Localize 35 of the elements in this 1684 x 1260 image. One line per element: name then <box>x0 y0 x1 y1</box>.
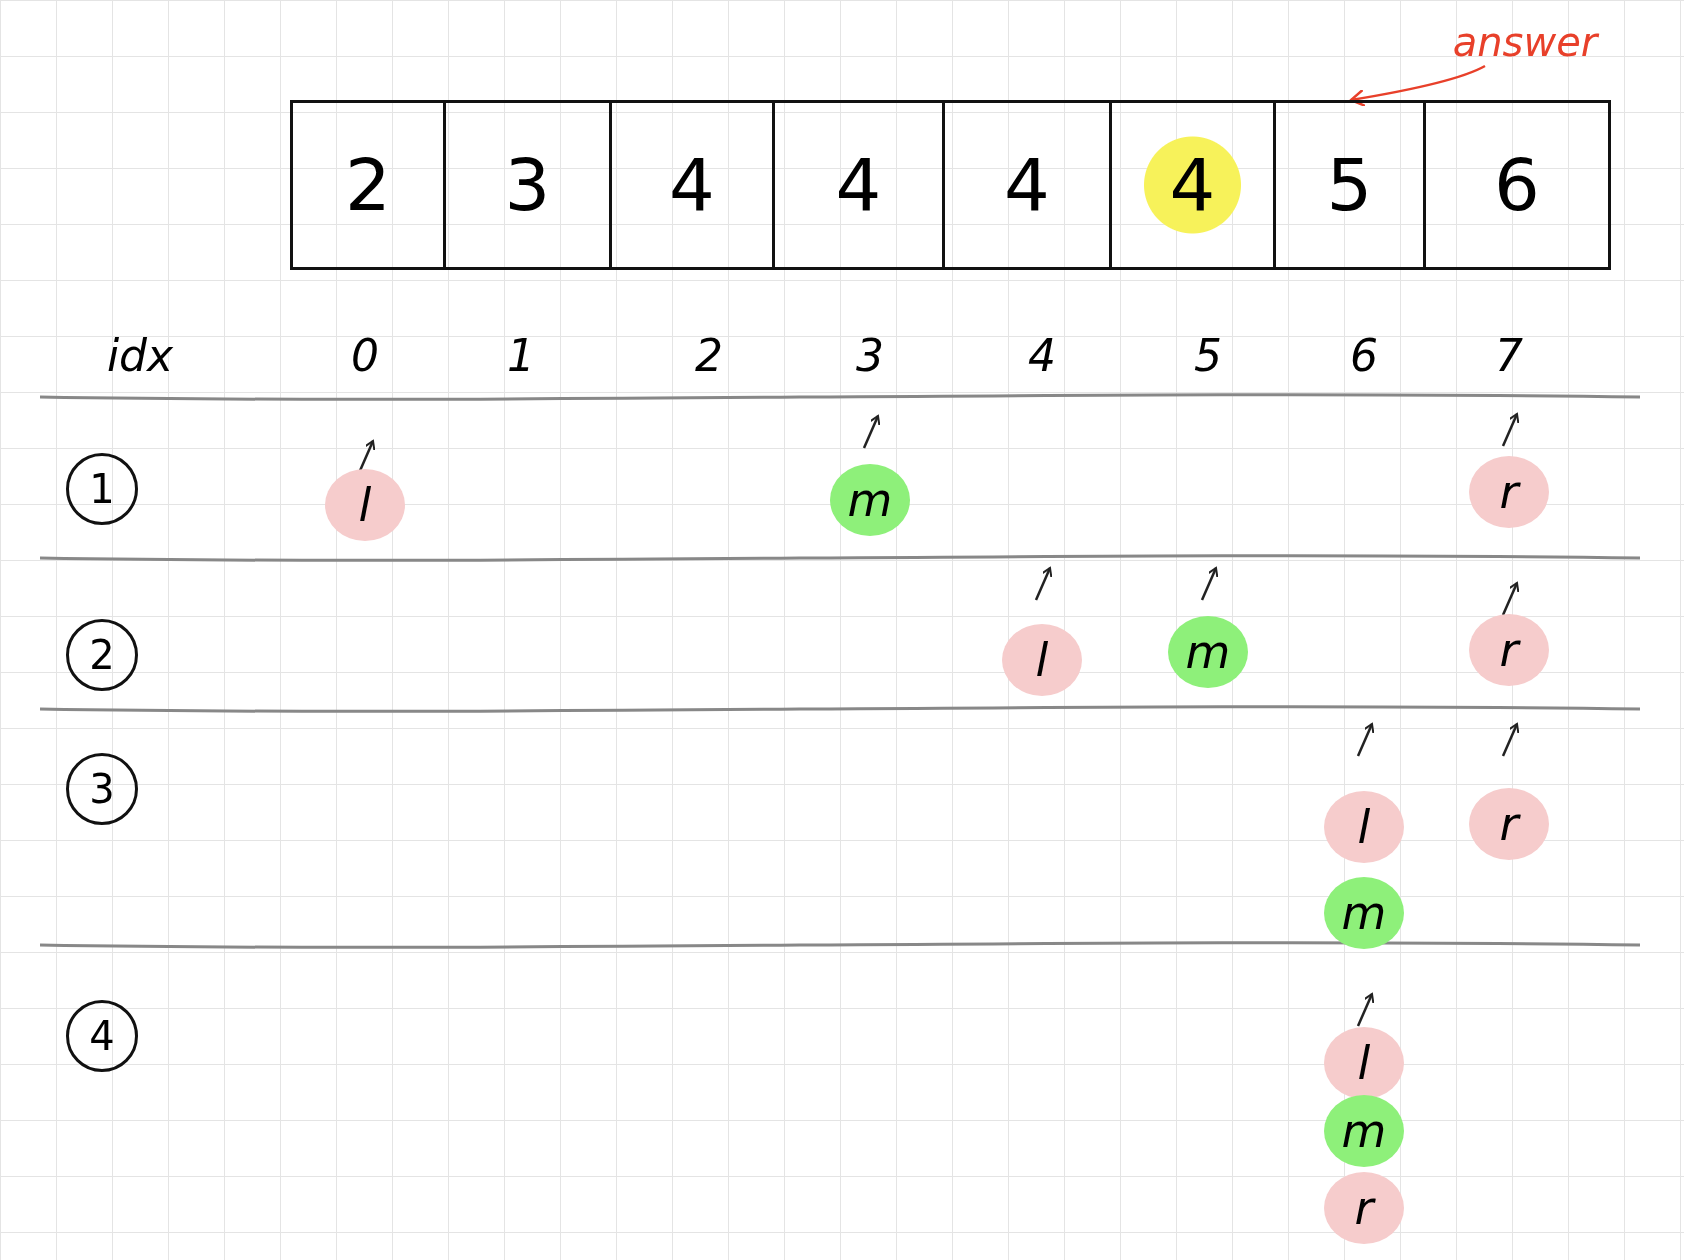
index-label: 7 <box>1494 328 1524 383</box>
pointer-marker: m <box>1324 1095 1404 1167</box>
answer-label: answer <box>1425 18 1625 66</box>
index-label: 3 <box>855 328 885 383</box>
pointer-marker: m <box>830 464 910 536</box>
pointer-marker: l <box>1324 1027 1404 1099</box>
index-label: 2 <box>694 328 724 383</box>
index-label: 1 <box>506 328 536 383</box>
pointer-marker: m <box>1324 877 1404 949</box>
step-number: 1 <box>66 453 138 525</box>
index-label: 5 <box>1193 328 1223 383</box>
array-cell: 4 <box>945 100 1112 270</box>
row-label: idx <box>105 328 175 383</box>
array-cell: 5 <box>1276 100 1426 270</box>
index-label: 4 <box>1027 328 1057 383</box>
array-cell: 3 <box>446 100 612 270</box>
step-number: 4 <box>66 1000 138 1072</box>
highlighted-array-cell: 4 <box>1112 100 1276 270</box>
index-label: 0 <box>350 328 380 383</box>
array-cell: 4 <box>775 100 945 270</box>
step-number: 3 <box>66 753 138 825</box>
array-cell: 6 <box>1426 100 1611 270</box>
pointer-marker: r <box>1469 788 1549 860</box>
leader-line <box>1349 64 1486 107</box>
array-cell: 2 <box>290 100 446 270</box>
array-cell: 4 <box>612 100 775 270</box>
step-number: 2 <box>66 619 138 691</box>
pointer-marker: l <box>1324 791 1404 863</box>
pointer-marker: r <box>1469 614 1549 686</box>
pointer-marker: l <box>325 469 405 541</box>
pointer-marker: r <box>1469 456 1549 528</box>
pointer-marker: r <box>1324 1172 1404 1244</box>
index-label: 6 <box>1349 328 1379 383</box>
pointer-marker: l <box>1002 624 1082 696</box>
pointer-marker: m <box>1168 616 1248 688</box>
